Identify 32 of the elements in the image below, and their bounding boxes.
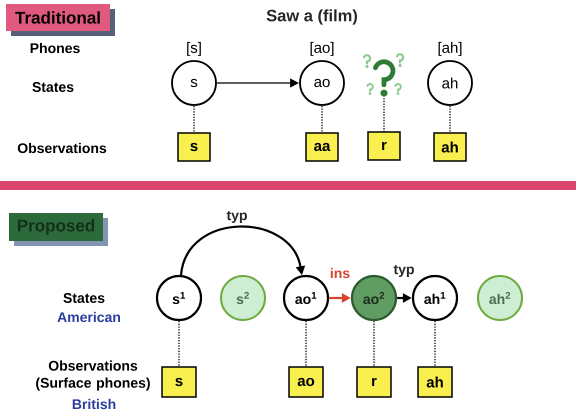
phone-label: [ao]	[310, 42, 334, 56]
observation-box: s	[177, 132, 211, 162]
row-label: States	[63, 293, 104, 303]
dotted-line	[373, 321, 375, 366]
observation-box: ah	[417, 366, 453, 398]
dotted-line	[449, 106, 451, 132]
observation-box: r	[367, 131, 401, 161]
dotted-line	[305, 321, 307, 366]
dotted-line	[321, 106, 323, 132]
dotted-line	[178, 321, 180, 366]
dotted-line	[434, 321, 436, 366]
dotted-line	[193, 106, 195, 132]
observation-box: s	[161, 366, 197, 398]
section-badge: Proposed	[9, 213, 108, 246]
observation-box: aa	[305, 132, 339, 162]
section-badge: Traditional	[6, 4, 115, 36]
row-label: American	[57, 312, 120, 322]
observation-box: ah	[433, 132, 467, 162]
phone-label: [s]	[187, 42, 201, 56]
row-label: Observations	[18, 142, 106, 154]
edge-label: ins	[328, 266, 352, 280]
edge-label: typ	[226, 210, 248, 224]
row-label: Observations (Surface phones)	[36, 360, 150, 391]
observation-box: r	[356, 366, 392, 398]
observation-box: ao	[288, 366, 324, 398]
question-mark-icon	[362, 53, 404, 97]
dotted-line	[383, 98, 385, 132]
phone-label: [ah]	[438, 42, 462, 56]
curved-arrow	[180, 226, 306, 276]
row-label: British	[72, 398, 116, 410]
row-label: States	[32, 82, 74, 92]
title: Saw a (film)	[266, 9, 358, 25]
